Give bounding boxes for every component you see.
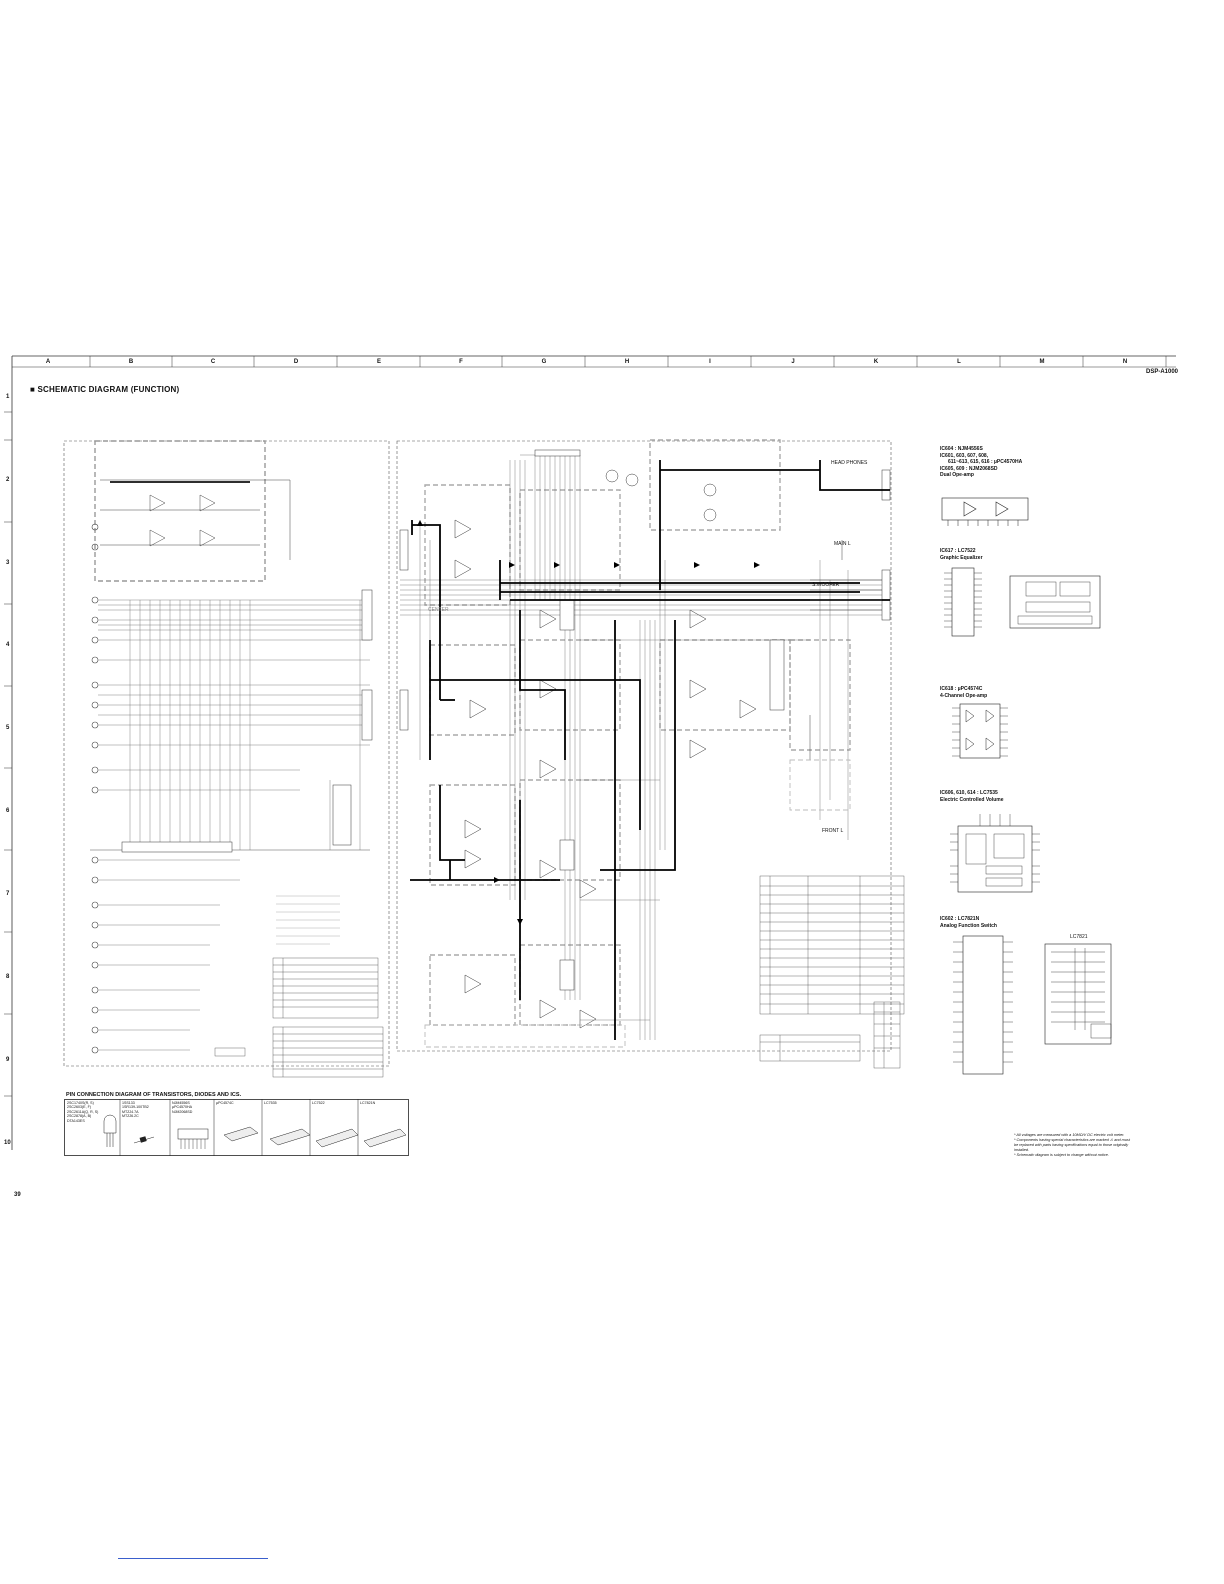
column-letter: K (873, 359, 879, 365)
ic-caption-line: IC605, 609 : NJM2068SD (940, 465, 998, 472)
diode-item: 1SR139-100TB2 (122, 1105, 149, 1110)
pin-diagram-frame (64, 1099, 409, 1156)
ic-name: LC7535 (264, 1101, 277, 1105)
ic-4ch-opamp-caption: IC618 : µPC4574C 4-Channel Ope-amp (940, 686, 987, 699)
transistor-item: DTA143ES (67, 1118, 85, 1123)
pin-diagram-title: PIN CONNECTION DIAGRAM OF TRANSISTORS, D… (66, 1092, 242, 1098)
column-letter: C (210, 359, 216, 365)
row-number: 10 (4, 1140, 11, 1146)
transistor-list: 2SC1740S(R, S) 2SC2603(E, F) 2SC2611A(Q,… (67, 1101, 98, 1123)
row-number: 8 (6, 974, 10, 980)
ic-name: LC7522 (312, 1101, 325, 1105)
diode-item: MTZJ4.7A (122, 1109, 139, 1114)
ic-caption-line: Graphic Equalizer (940, 554, 983, 561)
4ch-opamp-pinout (952, 703, 1008, 759)
center-label: CENTER (428, 607, 449, 613)
column-letter: J (791, 359, 795, 365)
transistor-item: 2SC2611A(Q, R, S) (67, 1109, 99, 1114)
section-title: ■ SCHEMATIC DIAGRAM (FUNCTION) (30, 385, 180, 394)
row-number: 7 (6, 891, 10, 897)
column-letter: D (293, 359, 299, 365)
ic-group-list: NJM4556S µPC4570HA NJM2068SD (172, 1101, 192, 1114)
dual-opamp-pinout (941, 497, 1029, 526)
graphic-eq-pinout (944, 567, 1101, 637)
ic-caption-line: 611~613, 615, 616 : µPC4570HA (948, 459, 1023, 465)
ic-name: µPC4574C (216, 1101, 234, 1105)
ic-caption-line: IC617 : LC7522 (940, 548, 976, 554)
ic-name: LC7821N (360, 1101, 376, 1105)
ic-volume-caption: IC606, 610, 614 : LC7535 Electric Contro… (940, 790, 1004, 803)
function-switch-pinout (953, 935, 1112, 1075)
ic-graphic-eq-caption: IC617 : LC7522 Graphic Equalizer (940, 548, 983, 561)
head-phones-label: HEAD PHONES (831, 460, 868, 466)
page-number: 39 (14, 1192, 21, 1198)
ic-caption-line: IC604 : NJM4556S (940, 446, 983, 452)
row-number: 4 (6, 642, 10, 648)
section-title-text: SCHEMATIC DIAGRAM (FUNCTION) (37, 385, 180, 394)
ic-caption-line: IC601, 603, 607, 608, (940, 452, 989, 459)
lc7821-label: LC7821 (1070, 934, 1088, 940)
row-number: 9 (6, 1057, 10, 1063)
row-number: 5 (6, 725, 10, 731)
ic-caption-line: 4-Channel Ope-amp (940, 692, 988, 699)
note-line: * All voltages are measured with a 10MΩ/… (1014, 1133, 1125, 1137)
ic-group-item: µPC4570HA (172, 1105, 193, 1110)
row-number: 3 (6, 560, 10, 566)
notes-block: * All voltages are measured with a 10MΩ/… (1014, 1133, 1184, 1158)
ic-caption-line: Electric Controlled Volume (940, 796, 1004, 803)
note-line: * Schematic diagram is subject to change… (1014, 1153, 1109, 1157)
column-letter: E (376, 359, 382, 365)
row-number: 1 (6, 394, 10, 400)
ic-caption-line: IC618 : µPC4574C (940, 686, 983, 692)
ic-caption-line: Analog Function Switch (940, 922, 997, 929)
note-line: installed. (1014, 1148, 1029, 1152)
transistor-item: 2SC2603(E, F) (67, 1105, 91, 1110)
s-woofer-label: S.WOOFER (812, 582, 840, 588)
diode-list: 1SS133 1SR139-100TB2 MTZJ4.7A MTZJ6.2C (122, 1101, 149, 1119)
diode-item: MTZJ6.2C (122, 1114, 139, 1119)
column-letter: G (541, 359, 547, 365)
column-letter: F (459, 359, 463, 365)
column-letter: M (1039, 359, 1045, 365)
ic-caption-line: IC606, 610, 614 : LC7535 (940, 790, 998, 796)
footer-rule (118, 1558, 268, 1559)
column-letter: N (1122, 359, 1128, 365)
ic-group-item: NJM2068SD (172, 1109, 193, 1114)
column-letter: I (709, 359, 711, 365)
column-letter: B (128, 359, 134, 365)
ic-group-item: NJM4556S (172, 1101, 190, 1105)
ic-dual-opamp-caption: IC604 : NJM4556S IC601, 603, 607, 608, 6… (940, 446, 1022, 479)
front-l-label: FRONT L (822, 828, 844, 834)
ic-caption-line: IC602 : LC7821N (940, 916, 980, 922)
column-letter: H (624, 359, 630, 365)
ic-function-switch-caption: IC602 : LC7821N Analog Function Switch (940, 916, 997, 929)
ic-caption-line: Dual Ope-amp (940, 472, 974, 478)
column-letter: L (957, 359, 961, 365)
row-number: 6 (6, 808, 10, 814)
diode-item: 1SS133 (122, 1101, 135, 1105)
model-number: DSP-A1000 (1145, 369, 1178, 375)
volume-pinout (950, 814, 1040, 893)
row-number: 2 (6, 477, 10, 483)
note-line: be replaced with parts having specificat… (1014, 1143, 1129, 1147)
column-letter: A (45, 359, 51, 365)
main-l-label: MAIN L (834, 541, 851, 547)
transistor-item: 2SC1740S(R, S) (67, 1101, 94, 1105)
transistor-item: 2SC2878(A, B) (67, 1114, 92, 1119)
note-line: * Components having special characterist… (1014, 1138, 1130, 1142)
